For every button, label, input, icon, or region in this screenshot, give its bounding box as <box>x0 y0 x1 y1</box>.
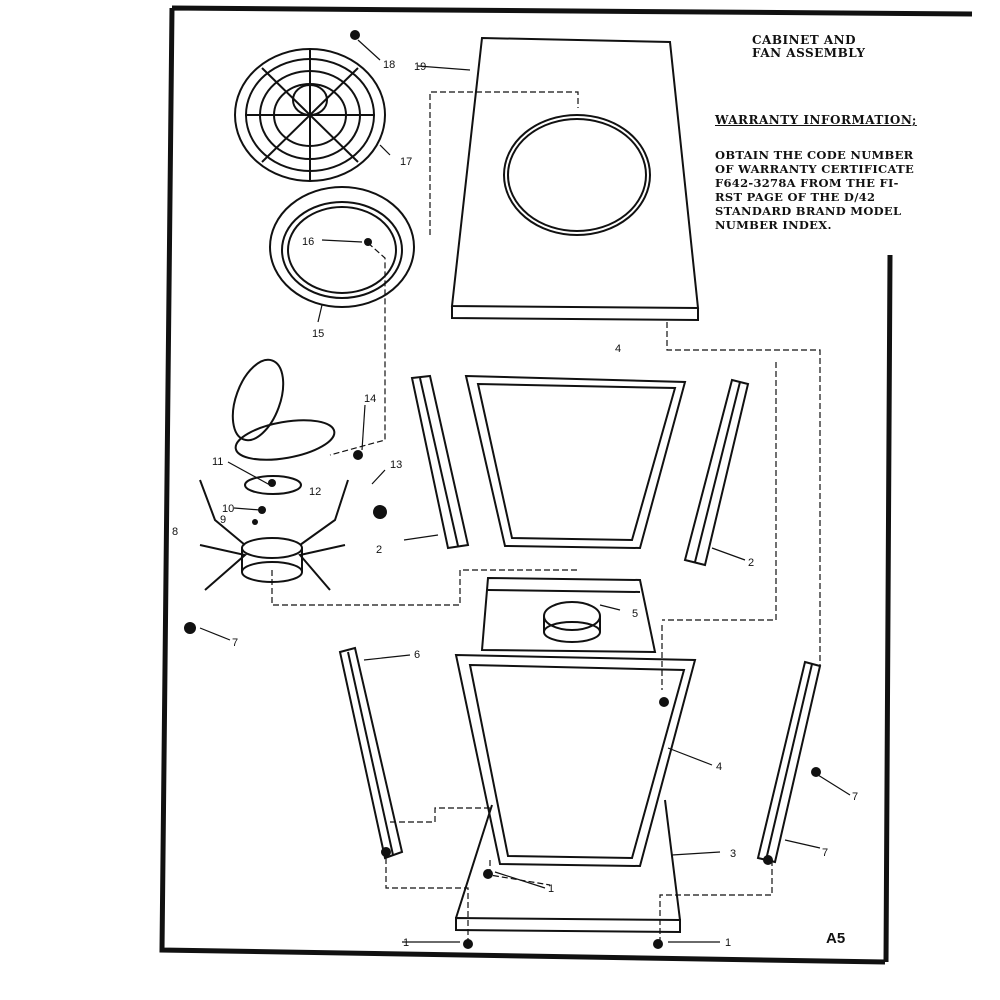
screw-base-pan <box>659 697 669 707</box>
callout-13: 13 <box>390 459 402 471</box>
callout-9: 9 <box>220 514 226 526</box>
screw-18 <box>350 30 360 40</box>
callout-15: 15 <box>312 328 324 340</box>
screw-14 <box>353 450 363 460</box>
callout-6: 6 <box>414 649 420 661</box>
callout-1c: 1 <box>725 937 731 949</box>
callout-11: 11 <box>212 456 223 468</box>
callout-8: 8 <box>172 526 178 538</box>
screw-9 <box>252 519 258 525</box>
base-pan <box>480 576 657 654</box>
callout-4b: 4 <box>716 761 722 773</box>
callout-1b: 1 <box>403 937 409 949</box>
corner-post-left <box>338 646 404 860</box>
screw-7b <box>811 767 821 777</box>
diagram-title: CABINET AND FAN ASSEMBLY <box>752 34 865 60</box>
callout-7c: 7 <box>822 847 828 859</box>
screw-13 <box>373 505 387 519</box>
callout-17: 17 <box>400 156 412 168</box>
callout-4a: 4 <box>615 343 621 355</box>
screw-1a <box>483 869 493 879</box>
warranty-line-4: RST PAGE OF THE D/42 <box>715 190 876 204</box>
callout-5: 5 <box>632 608 638 620</box>
callout-7b: 7 <box>852 791 858 803</box>
screw-7d <box>381 847 391 857</box>
callout-18: 18 <box>383 59 395 71</box>
warranty-text: OBTAIN THE CODE NUMBER OF WARRANTY CERTI… <box>715 148 955 232</box>
corner-post-right <box>756 660 822 864</box>
callout-1a: 1 <box>548 883 554 895</box>
base-frame <box>455 799 681 934</box>
warranty-line-5: STANDARD BRAND MODEL <box>715 204 902 218</box>
warranty-line-1: OBTAIN THE CODE NUMBER <box>715 148 914 162</box>
leader-lines <box>271 91 821 940</box>
side-rail-left <box>410 374 470 550</box>
frame-border <box>159 5 973 965</box>
orifice-ring <box>269 186 415 308</box>
screw-1b <box>463 939 473 949</box>
callout-16: 16 <box>302 236 314 248</box>
callout-14: 14 <box>364 393 376 405</box>
warranty-heading: WARRANTY INFORMATION; <box>715 113 917 127</box>
lower-panel <box>454 653 697 868</box>
callout-7a: 7 <box>232 637 238 649</box>
title-line-2: FAN ASSEMBLY <box>752 46 866 60</box>
callout-labels: 18 19 17 16 15 14 13 11 12 10 9 8 7 4 2 … <box>172 59 858 949</box>
title-line-1: CABINET AND <box>752 33 857 47</box>
callout-10: 10 <box>222 503 234 515</box>
warranty-line-2: OF WARRANTY CERTIFICATE <box>715 162 915 176</box>
callout-2b: 2 <box>748 557 754 569</box>
fan-guard <box>234 48 386 182</box>
page-id: A5 <box>826 930 846 947</box>
motor-bracket <box>199 479 349 591</box>
callout-19: 19 <box>414 61 426 73</box>
screw-11 <box>268 479 276 487</box>
screw-1c <box>653 939 663 949</box>
upper-panel <box>464 374 687 550</box>
top-panel <box>450 36 700 322</box>
callout-arrows <box>199 39 851 943</box>
screw-7a <box>184 622 196 634</box>
screw-7c <box>763 855 773 865</box>
warranty-line-6: NUMBER INDEX. <box>715 218 832 232</box>
fasteners <box>184 30 821 949</box>
side-rail-right <box>683 378 750 567</box>
warranty-line-3: F642-3278A FROM THE FI- <box>715 176 899 190</box>
callout-12: 12 <box>309 486 321 498</box>
fan-blade <box>231 358 336 495</box>
callout-3: 3 <box>730 848 736 860</box>
screw-16 <box>364 238 372 246</box>
callout-2a: 2 <box>376 544 382 556</box>
screw-10 <box>258 506 266 514</box>
